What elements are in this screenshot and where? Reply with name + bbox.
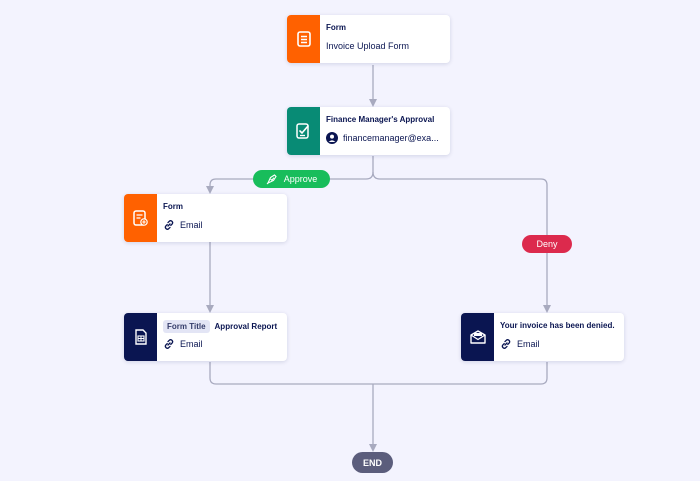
node-subtitle: Email — [163, 338, 287, 350]
approve-label: Approve — [283, 174, 318, 184]
approve-icon — [266, 174, 277, 185]
node-subtitle: Invoice Upload Form — [326, 41, 410, 51]
mail-icon — [461, 313, 494, 361]
link-icon — [501, 339, 511, 349]
link-icon — [164, 339, 174, 349]
node-title: Your invoice has been denied. — [500, 321, 615, 330]
node-title: Approval Report — [214, 321, 278, 331]
form-icon — [287, 15, 320, 63]
node-approval-report[interactable]: Form Title Approval Report Email — [124, 313, 287, 361]
node-title: Finance Manager's Approval — [326, 115, 435, 124]
connector-approval-to-deny — [372, 171, 551, 313]
node-subtitle: Email — [500, 338, 624, 350]
form-add-icon — [124, 194, 157, 242]
node-invoice-upload-form[interactable]: Form Invoice Upload Form — [287, 15, 450, 63]
end-node[interactable]: END — [352, 452, 393, 473]
approval-icon — [287, 107, 320, 155]
deny-label: Deny — [536, 239, 558, 249]
report-icon — [124, 313, 157, 361]
approve-branch-label[interactable]: Approve — [253, 170, 330, 188]
node-subtitle: financemanager@exa... — [326, 132, 450, 144]
node-finance-manager-approval[interactable]: Finance Manager's Approval financemanage… — [287, 107, 450, 155]
node-title-row: Form Title Approval Report — [163, 320, 287, 333]
connector-report-to-merge — [209, 362, 548, 385]
node-invoice-denied-email[interactable]: Your invoice has been denied. Email — [461, 313, 624, 361]
node-form-email[interactable]: Form Email — [124, 194, 287, 242]
form-title-tag: Form Title — [163, 320, 210, 333]
node-title: Form — [163, 202, 183, 211]
end-label: END — [362, 457, 382, 468]
user-icon — [326, 132, 338, 144]
node-title: Form — [326, 23, 346, 32]
link-icon — [164, 220, 174, 230]
node-subtitle: Email — [163, 219, 287, 231]
deny-branch-label[interactable]: Deny — [522, 235, 572, 253]
